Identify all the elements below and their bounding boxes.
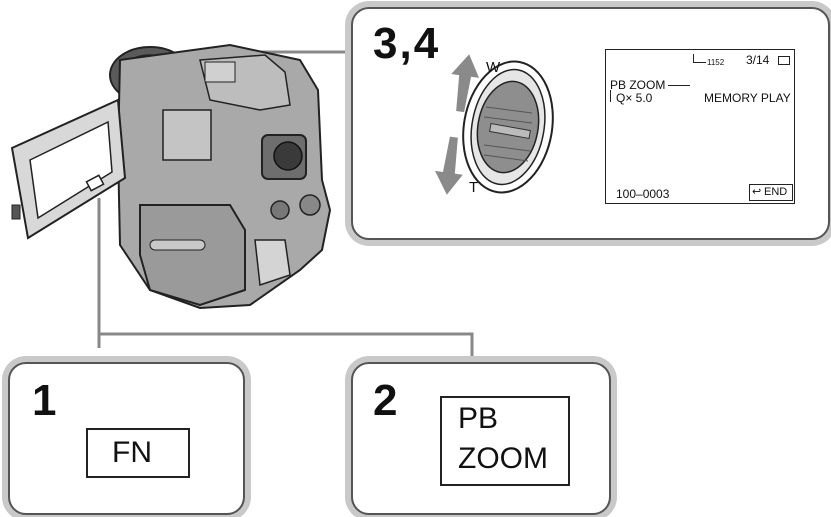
step-number: 2 bbox=[373, 376, 398, 425]
return-arrow-icon: ↩ bbox=[752, 186, 762, 198]
zoom-value: Q× 5.0 bbox=[616, 91, 653, 105]
image-counter: 3/14 bbox=[746, 53, 770, 67]
pb-zoom-label-line2: ZOOM bbox=[458, 442, 548, 475]
fn-button[interactable]: FN bbox=[86, 428, 190, 478]
lcd-screen-display: 1152 3/14 PB ZOOM Q× 5.0 MEMORY PLAY 100… bbox=[605, 49, 795, 204]
step-number: 3,4 bbox=[373, 19, 441, 68]
step-2-panel: 2 PB ZOOM bbox=[351, 362, 611, 515]
end-button-label: END bbox=[764, 186, 788, 198]
frame-indicator-icon bbox=[693, 54, 706, 63]
lever-tele-label: T bbox=[469, 179, 479, 196]
end-button[interactable]: ↩ END bbox=[749, 184, 793, 201]
frame-indicator: 1152 bbox=[707, 58, 725, 67]
pb-zoom-button[interactable]: PB ZOOM bbox=[440, 396, 570, 486]
pb-zoom-title: PB ZOOM bbox=[610, 78, 666, 92]
memory-card-icon bbox=[778, 56, 790, 65]
title-rule bbox=[668, 85, 690, 86]
fn-button-label: FN bbox=[112, 436, 152, 469]
zoom-down-arrow-icon bbox=[435, 136, 463, 195]
lever-wide-label: W bbox=[486, 59, 501, 76]
connector-line-step2 bbox=[99, 332, 474, 360]
file-number: 100–0003 bbox=[616, 187, 670, 201]
zoom-up-arrow-icon bbox=[451, 54, 479, 113]
pb-zoom-label-line1: PB bbox=[458, 402, 499, 435]
zoom-bracket bbox=[610, 90, 614, 102]
play-mode: MEMORY PLAY bbox=[704, 91, 791, 105]
step-1-panel: 1 FN bbox=[8, 362, 245, 515]
fn-touch-spot bbox=[85, 174, 105, 192]
step-number: 1 bbox=[32, 376, 57, 425]
step-34-panel: 3,4 W T 1152 3/14 PB ZOOM Q× 5.0 MEMORY … bbox=[351, 7, 830, 240]
zoom-lever[interactable] bbox=[438, 49, 554, 209]
